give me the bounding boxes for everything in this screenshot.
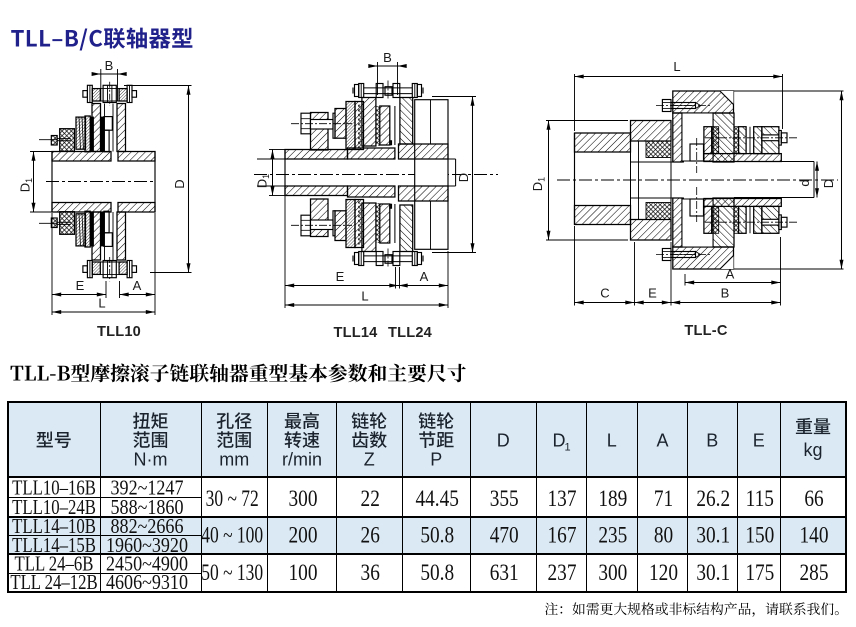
svg-text:A: A: [133, 278, 142, 293]
svg-text:B: B: [383, 50, 392, 65]
svg-text:E: E: [648, 286, 657, 301]
svg-text:D: D: [821, 179, 836, 188]
svg-text:D1: D1: [530, 177, 547, 191]
svg-text:d: d: [797, 179, 812, 186]
svg-text:E: E: [76, 278, 85, 293]
svg-text:D1: D1: [255, 174, 272, 188]
svg-text:E: E: [336, 269, 345, 284]
svg-text:D1: D1: [18, 178, 35, 192]
svg-text:L: L: [673, 59, 680, 74]
svg-text:D: D: [456, 173, 471, 182]
svg-text:B: B: [105, 58, 114, 73]
svg-text:A: A: [726, 267, 735, 282]
svg-text:D: D: [172, 179, 187, 188]
svg-text:TLL14: TLL14: [334, 325, 379, 341]
svg-text:TLL-C: TLL-C: [684, 323, 727, 339]
svg-text:B: B: [721, 286, 730, 301]
svg-text:L: L: [361, 289, 368, 304]
svg-text:C: C: [600, 286, 609, 301]
svg-text:A: A: [420, 269, 429, 284]
svg-text:L: L: [98, 296, 105, 311]
svg-text:TLL10: TLL10: [97, 324, 141, 340]
svg-text:TLL24: TLL24: [388, 325, 433, 341]
